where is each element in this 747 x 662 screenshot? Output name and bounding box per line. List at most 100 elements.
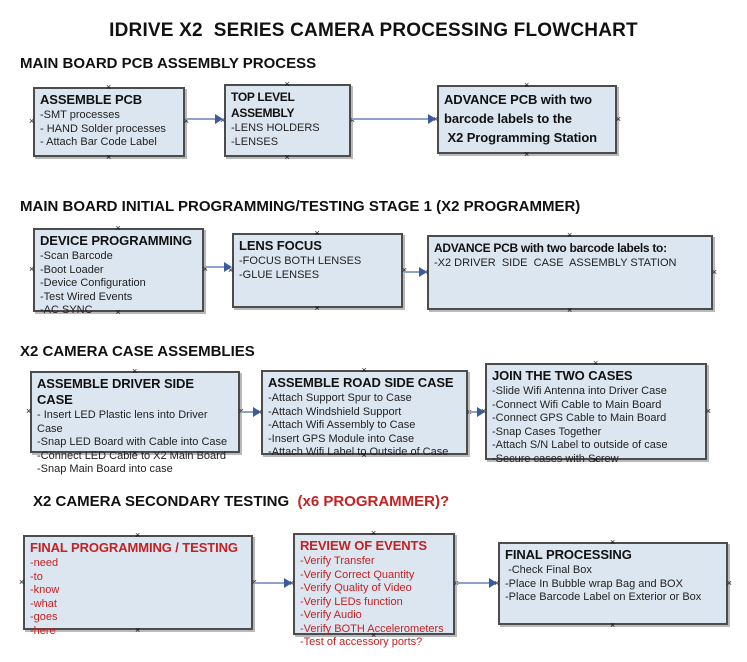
connection-handle-icon: × [371, 528, 377, 538]
box-item: -Verify Audio [300, 609, 362, 621]
box-item: -SMT processes [40, 109, 120, 121]
flow-box-lens-focus: LENS FOCUS -FOCUS BOTH LENSES -GLUE LENS… [228, 229, 407, 313]
connection-handle-icon: × [593, 358, 599, 368]
connection-handle-icon: × [135, 530, 141, 540]
box-item: -GLUE LENSES [239, 268, 320, 281]
flow-box-final-programming-testing: FINAL PROGRAMMING / TESTING -need -to -k… [19, 531, 257, 637]
box-item: -Attach Windshield Support [268, 405, 402, 418]
box-title: ADVANCE PCB with two barcode labels to t… [444, 92, 598, 145]
box-item: -Slide Wifi Antenna into Driver Case [492, 385, 667, 397]
box-item: -Snap Cases Together [492, 425, 602, 438]
connection-handle-icon: × [524, 80, 530, 90]
box-item: -know [30, 584, 60, 596]
box-item: - Attach Bar Code Label [40, 136, 157, 148]
connection-handle-icon: × [19, 576, 25, 587]
connection-handle-icon: × [284, 79, 290, 89]
flow-box-device-programming: DEVICE PROGRAMMING -Scan Barcode -Boot L… [29, 224, 208, 317]
box-item: -here [30, 624, 56, 637]
box-item: -Connect GPS Cable to Main Board [492, 412, 667, 424]
section-header-case-assemblies: X2 CAMERA CASE ASSEMBLIES [20, 343, 255, 360]
connection-handle-icon: × [711, 266, 717, 277]
box-item: - Insert LED Plastic lens into Driver Ca… [37, 409, 211, 435]
box-title: FINAL PROCESSING [505, 547, 632, 562]
box-title: TOP LEVEL ASSEMBLY [231, 90, 297, 120]
connection-handle-icon: × [106, 82, 112, 92]
box-item: -Verify Correct Quantity [300, 568, 415, 581]
connection-handle-icon: × [610, 537, 616, 547]
flow-box-join-the-two-cases: JOIN THE TWO CASES -Slide Wifi Antenna i… [481, 359, 711, 465]
box-title: REVIEW OF EVENTS [300, 538, 427, 553]
box-item: -Check Final Box [505, 564, 592, 576]
box-item: -LENS HOLDERS [231, 122, 320, 134]
box-item: -Attach S/N Label to outside of case [492, 439, 668, 451]
box-title: ASSEMBLE ROAD SIDE CASE [268, 375, 454, 390]
connection-handle-icon: × [361, 365, 367, 375]
box-item: -Attach Wifi Label to Outside of Case [268, 446, 449, 458]
box-item: -Snap Main Board into case [37, 463, 173, 475]
connection-handle-icon: × [29, 264, 35, 274]
section-header-pcb-assembly: MAIN BOARD PCB ASSEMBLY PROCESS [20, 55, 317, 72]
connection-handle-icon: × [567, 230, 573, 240]
box-title: ASSEMBLE DRIVER SIDE CASE [37, 376, 198, 407]
box-item: -AC SYNC [40, 304, 93, 316]
connection-handle-icon: × [115, 223, 121, 233]
flow-box-review-of-events: REVIEW OF EVENTS -Verify Transfer -Verif… [289, 529, 459, 649]
box-title: JOIN THE TWO CASES [492, 368, 633, 383]
box-item: -Connect LED Cable to X2 Main Board [37, 449, 226, 462]
connection-handle-icon: × [106, 152, 112, 162]
flow-box-assemble-pcb: ASSEMBLE PCB -SMT processes - HAND Solde… [29, 83, 189, 162]
box-item: -Verify BOTH Accelerometers [300, 622, 444, 635]
flow-box-assemble-road-side-case: ASSEMBLE ROAD SIDE CASE -Attach Support … [257, 366, 472, 460]
flow-arrow [205, 262, 232, 272]
box-item: -Device Configuration [40, 277, 146, 289]
flow-box-final-processing: FINAL PROCESSING -Check Final Box -Place… [494, 538, 732, 630]
flow-box-advance-pcb-programming-station: ADVANCE PCB with two barcode labels to t… [433, 81, 621, 159]
connection-handle-icon: × [284, 152, 290, 162]
connection-handle-icon: × [610, 620, 616, 630]
connection-handle-icon: × [26, 406, 32, 416]
box-item: -Place Barcode Label on Exterior or Box [505, 591, 702, 603]
page-title: IDRIVE X2 SERIES CAMERA PROCESSING FLOWC… [109, 20, 638, 41]
section-header-initial-programming: MAIN BOARD INITIAL PROGRAMMING/TESTING S… [20, 198, 581, 215]
box-item: -Test of accessory ports? [300, 636, 423, 648]
box-item: -Insert GPS Module into Case [268, 432, 415, 445]
connection-handle-icon: × [726, 577, 732, 588]
box-item: -Verify Transfer [300, 555, 375, 567]
connection-handle-icon: × [29, 116, 35, 126]
flow-arrow [456, 578, 497, 588]
box-item: -need [30, 557, 59, 569]
flow-arrow [254, 578, 292, 588]
box-item: -Connect Wifi Cable to Main Board [492, 398, 662, 411]
section-header-secondary-testing: X2 CAMERA SECONDARY TESTING (x6 PROGRAMM… [33, 493, 449, 510]
flow-arrow [352, 114, 436, 124]
connection-handle-icon: × [615, 113, 621, 124]
box-item: -Snap LED Board with Cable into Case [37, 436, 228, 448]
connection-handle-icon: × [314, 228, 320, 238]
box-item: -Test Wired Events [40, 290, 133, 303]
box-item: -what [30, 597, 57, 610]
box-item: -to [30, 570, 43, 583]
flow-arrow [241, 407, 261, 417]
connection-handle-icon: × [705, 405, 711, 416]
flow-arrow [186, 114, 223, 124]
box-item: -Verify LEDs function [300, 595, 403, 608]
box-title: DEVICE PROGRAMMING [40, 233, 193, 248]
box-item: -Attach Wifi Assembly to Case [268, 419, 416, 431]
connection-handle-icon: × [524, 149, 530, 159]
box-item: -LENSES [231, 135, 279, 148]
box-title: LENS FOCUS [239, 238, 322, 253]
connection-handle-icon: × [314, 303, 320, 313]
box-title: FINAL PROGRAMMING / TESTING [30, 540, 238, 555]
flow-arrow [469, 407, 485, 417]
connection-handle-icon: × [567, 305, 573, 315]
box-item: -Verify Quality of Video [300, 582, 412, 594]
box-title: ADVANCE PCB with two barcode labels to: [434, 241, 667, 255]
section-header-red-part: (x6 PROGRAMMER)? [293, 493, 450, 510]
box-item: -Secure cases with Screw [492, 452, 619, 465]
box-item: -Attach Support Spur to Case [268, 392, 412, 404]
box-item: -Place In Bubble wrap Bag and BOX [505, 577, 683, 590]
section-header-black-part: X2 CAMERA SECONDARY TESTING [33, 493, 294, 510]
box-title: ASSEMBLE PCB [40, 92, 143, 107]
box-item: - HAND Solder processes [40, 122, 166, 135]
